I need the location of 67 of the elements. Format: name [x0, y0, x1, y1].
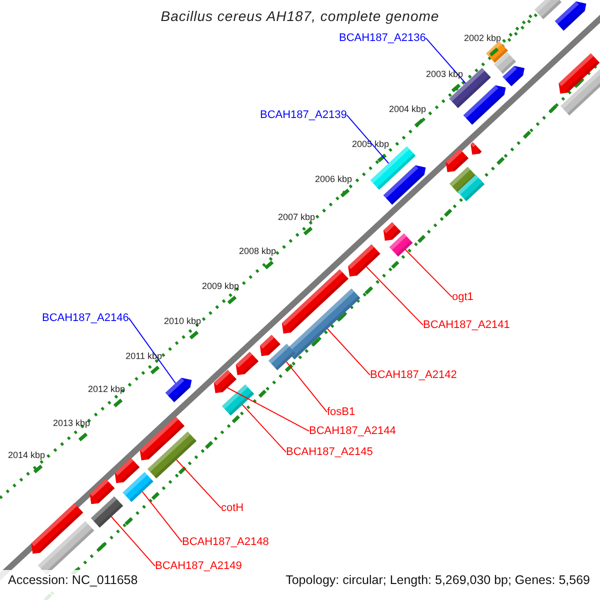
scale-label: 2007 kbp [278, 213, 315, 223]
gene-label: BCAH187_A2136 [339, 32, 426, 44]
gene-label: BCAH187_A2141 [423, 319, 510, 332]
leader-line [326, 328, 370, 376]
leader-line [425, 38, 466, 84]
scale-label: 2013 kbp [52, 419, 90, 429]
gene-feature [383, 165, 426, 205]
scale-label: 2010 kbp [164, 317, 201, 327]
leader-line [110, 516, 156, 567]
gene-feature [389, 233, 413, 257]
gene-label: BCAH187_A2148 [182, 536, 269, 548]
gene-feature [165, 378, 192, 402]
gene-feature [463, 85, 506, 125]
gene-label: BCAH187_A2146 [42, 312, 129, 324]
gene-feature [446, 148, 469, 172]
scale-label: 2014 kbp [8, 451, 45, 461]
genome-summary: Topology: circular; Length: 5,269,030 bp; Genes: 5,569 [286, 574, 590, 588]
scale-label: 2005 kbp [352, 140, 389, 150]
leader-line [404, 249, 452, 298]
leader-line [128, 318, 176, 384]
diagram-title: Bacillus cereus AH187, complete genome [160, 9, 440, 24]
gene-feature [470, 142, 482, 155]
scale-label: 2002 kbp [464, 34, 501, 44]
gene-feature [554, 1, 586, 31]
gene-label: BCAH187_A2145 [286, 446, 373, 458]
gene-feature [282, 269, 349, 334]
gene-feature [534, 0, 562, 20]
gene-feature [122, 472, 154, 502]
leader-line [242, 404, 286, 453]
leader-line [366, 266, 424, 326]
gene-feature [457, 174, 485, 202]
gene-label: BCAH187_A2144 [309, 425, 396, 438]
gene-feature [236, 352, 259, 376]
leader-line [226, 387, 310, 432]
scale-label: 2009 kbp [202, 282, 239, 292]
leader-line [286, 361, 328, 413]
gene-feature [214, 370, 237, 394]
scale-label: 2006 kbp [314, 175, 352, 185]
leader-line [176, 459, 222, 509]
gene-feature [502, 66, 525, 86]
gene-feature [560, 68, 600, 116]
gene-feature [260, 334, 280, 356]
gene-feature [222, 384, 254, 416]
leader-line [346, 114, 390, 164]
accession-label: Accession: NC_011658 [8, 574, 138, 588]
gene-feature [147, 432, 197, 478]
gene-feature [90, 478, 115, 504]
gene-feature [348, 244, 380, 277]
gene-feature [449, 68, 491, 108]
gene-feature [31, 503, 84, 554]
gene-feature [268, 344, 296, 370]
scale-label: 2008 kbp [238, 247, 276, 257]
leader-line [142, 491, 182, 543]
gene-feature [558, 53, 600, 94]
gene-label: BCAH187_A2142 [370, 369, 457, 382]
gene-feature [114, 458, 140, 484]
scale-label: 2004 kbp [388, 105, 426, 115]
gene-label: fosB1 [327, 406, 356, 418]
gene-feature [383, 222, 402, 241]
gene-label: BCAH187_A2139 [260, 109, 347, 122]
gene-label: cotH [221, 502, 244, 514]
gene-label: BCAH187_A2149 [155, 560, 242, 572]
gene-label: ogt1 [452, 291, 474, 304]
gene-feature [494, 52, 516, 74]
gene-feature [140, 416, 185, 460]
scale-label: 2012 kbp [88, 385, 125, 395]
gene-feature [90, 496, 124, 528]
